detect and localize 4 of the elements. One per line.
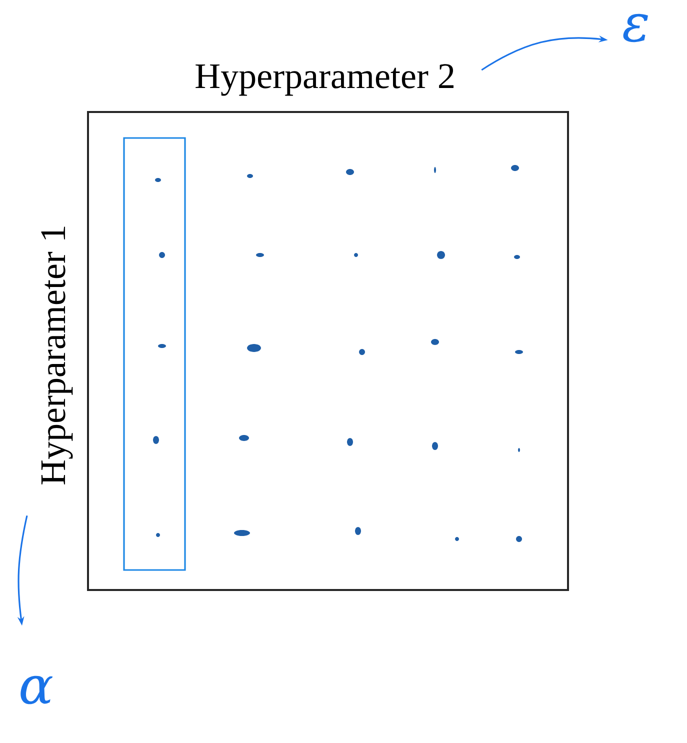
axis-label: Hyperparameter 2 bbox=[196, 64, 454, 96]
handwritten-symbol: ε bbox=[623, 14, 648, 42]
axis-label: Hyperparameter 1 bbox=[41, 226, 73, 484]
handwritten-symbol: α bbox=[20, 676, 53, 704]
